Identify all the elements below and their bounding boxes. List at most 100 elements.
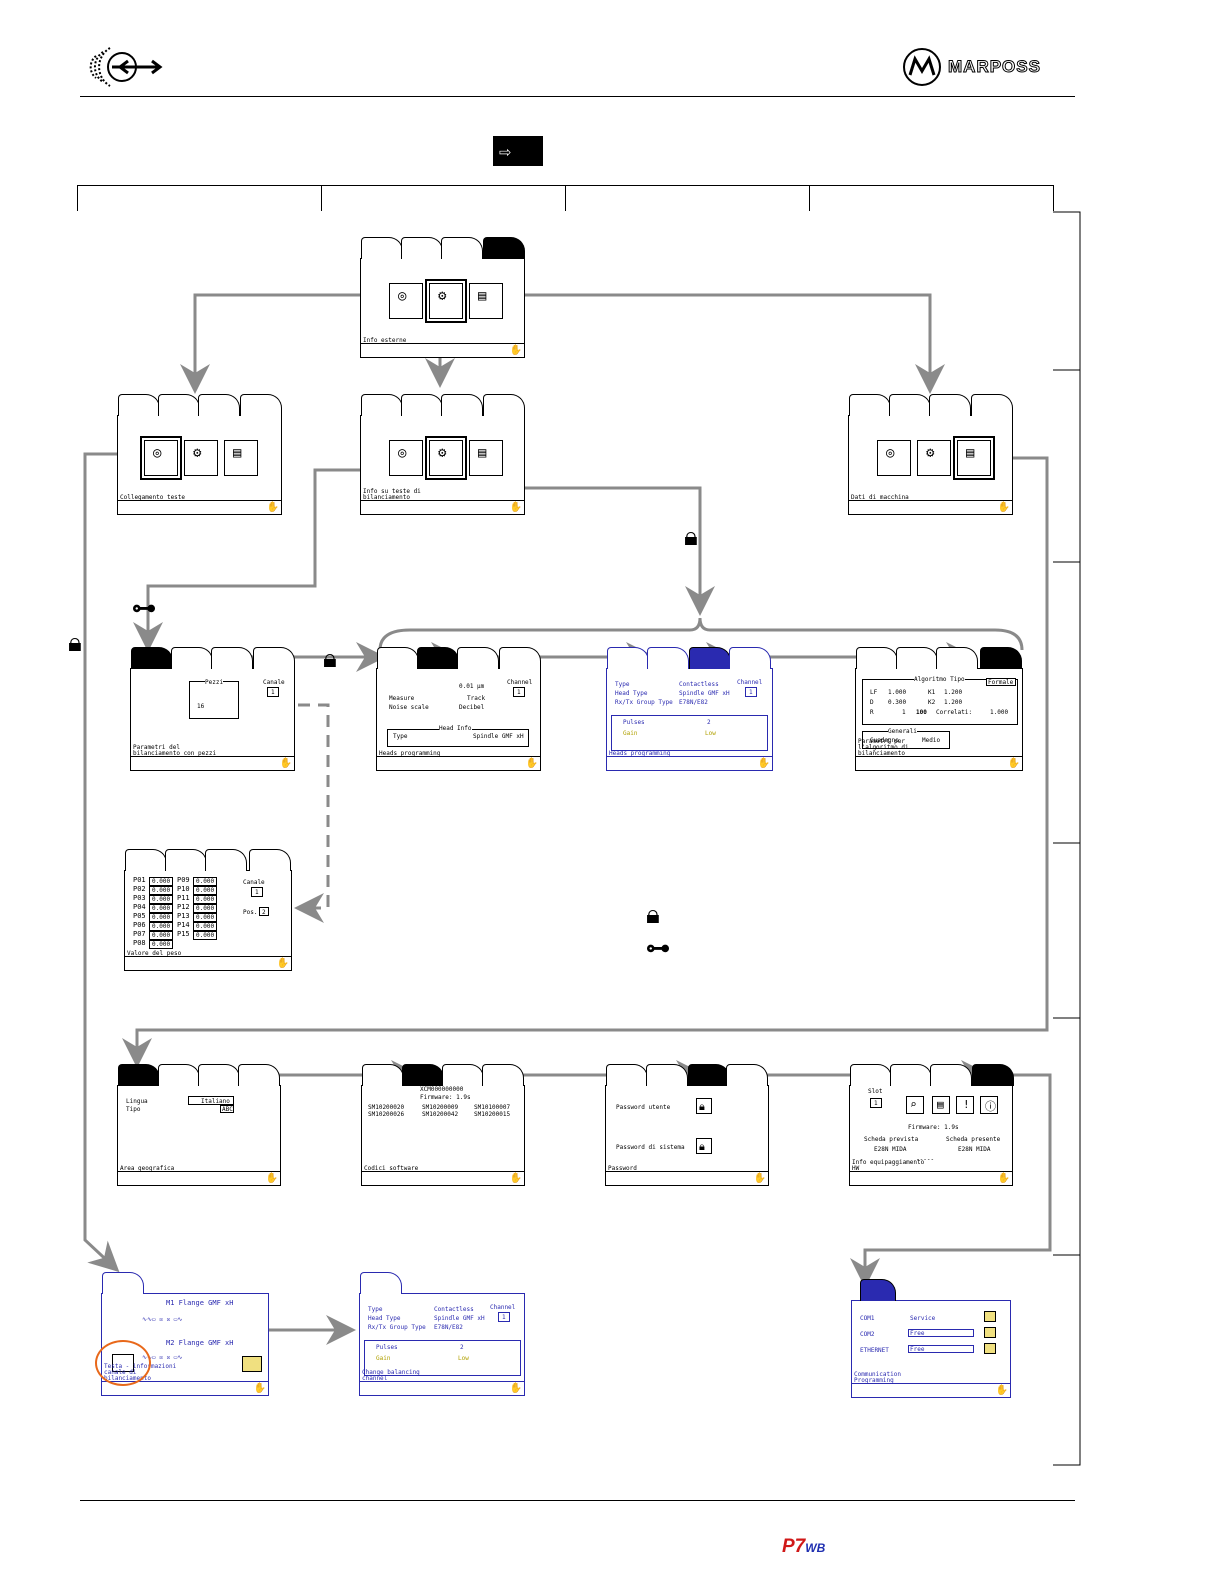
peso-value[interactable]: 0.000	[193, 877, 218, 886]
tab-3[interactable]	[930, 1064, 972, 1086]
canale-stepper[interactable]: 1	[267, 687, 279, 697]
peso-value[interactable]: 0.000	[149, 877, 174, 886]
peso-value[interactable]: 0.000	[149, 913, 174, 922]
tab-1[interactable]	[102, 1272, 144, 1294]
tab-2[interactable]	[647, 647, 689, 669]
tab-2[interactable]	[417, 647, 459, 669]
info-teste-folder-icon[interactable]: ⚙	[425, 436, 467, 480]
collegamento-folder-icon[interactable]: ◎	[877, 440, 911, 476]
collegamento-folder-icon[interactable]: ◎	[140, 436, 182, 480]
system-password-lock-icon[interactable]: 🔒︎	[696, 1138, 712, 1154]
dati-macchina-folder-icon[interactable]: ▤	[953, 436, 995, 480]
tab-3[interactable]	[688, 1064, 730, 1086]
tab-1[interactable]	[377, 647, 419, 669]
canale-stepper[interactable]: 1	[251, 887, 263, 897]
alert-icon[interactable]: !	[956, 1096, 974, 1114]
tab-3[interactable]	[929, 394, 971, 416]
tab-3[interactable]	[689, 647, 731, 669]
tab-4[interactable]	[249, 849, 291, 871]
tab-1[interactable]	[860, 1279, 896, 1301]
screen-change-channel[interactable]: Type Contactless Head Type Spindle GMF x…	[359, 1272, 525, 1396]
screen-dati-macchina[interactable]: ◎ ⚙ ▤ Dati di macchina ✋	[848, 394, 1013, 515]
edit-icon[interactable]	[984, 1311, 996, 1322]
info-teste-folder-icon[interactable]: ⚙	[184, 440, 218, 476]
tab-2[interactable]	[171, 647, 213, 669]
tab-4[interactable]	[483, 394, 525, 416]
screen-info-teste[interactable]: ◎ ⚙ ▤ Info su teste di bilanciamento ✋	[360, 394, 525, 515]
tab-2[interactable]	[896, 647, 938, 669]
tab-2[interactable]	[158, 394, 200, 416]
peso-value[interactable]: 0.000	[193, 886, 218, 895]
tab-4[interactable]	[972, 1064, 1014, 1086]
slot-stepper[interactable]: 1	[870, 1098, 882, 1108]
tab-1[interactable]	[606, 1064, 648, 1086]
document-icon[interactable]: ▤	[932, 1096, 950, 1114]
edit-icon[interactable]	[984, 1343, 996, 1354]
tab-3[interactable]	[198, 394, 240, 416]
tab-4[interactable]	[971, 394, 1013, 416]
info-icon[interactable]: ⓘ	[980, 1096, 998, 1114]
tab-3[interactable]	[211, 647, 253, 669]
tab-2[interactable]	[889, 394, 931, 416]
tab-1[interactable]	[361, 237, 403, 259]
tab-4[interactable]	[240, 394, 282, 416]
lingua-field[interactable]: Italiano	[188, 1096, 234, 1105]
tab-4[interactable]	[980, 647, 1022, 669]
dati-macchina-folder-icon[interactable]: ▤	[224, 440, 258, 476]
confirm-icon[interactable]	[242, 1356, 262, 1372]
tab-1[interactable]	[125, 849, 167, 871]
channel-stepper[interactable]: 1	[513, 687, 525, 697]
peso-value[interactable]: 0.000	[193, 895, 218, 904]
tab-2[interactable]	[646, 1064, 688, 1086]
formale-tag[interactable]: Formale	[986, 678, 1016, 686]
channel-stepper[interactable]: 1	[498, 1312, 510, 1322]
tab-2[interactable]	[401, 394, 443, 416]
tab-1[interactable]	[850, 1064, 892, 1086]
tab-1[interactable]	[360, 1272, 402, 1294]
dati-macchina-folder-icon[interactable]: ▤	[469, 440, 503, 476]
tab-3[interactable]	[205, 849, 247, 871]
tab-4[interactable]	[499, 647, 541, 669]
user-password-lock-icon[interactable]: 🔒︎	[696, 1098, 712, 1114]
peso-value[interactable]: 0.000	[193, 931, 218, 940]
collegamento-folder-icon[interactable]: ◎	[389, 440, 423, 476]
screen-password[interactable]: Password utente 🔒︎ Password di sistema 🔒…	[605, 1064, 769, 1186]
edit-icon[interactable]	[984, 1327, 996, 1338]
tab-4[interactable]	[726, 1064, 768, 1086]
screen-heads-programming-1[interactable]: 0.01 µm Channel 1 Measure Track Noise sc…	[376, 647, 541, 771]
ethernet-field[interactable]: Free	[908, 1345, 974, 1353]
peso-value[interactable]: 0.000	[193, 904, 218, 913]
screen-collegamento-teste[interactable]: ◎ ⚙ ▤ Collegamento teste ✋	[117, 394, 282, 515]
screen-communication[interactable]: COM1 Service COM2 Free ETHERNET Free Com…	[851, 1279, 1011, 1398]
tab-3[interactable]	[457, 647, 499, 669]
tab-1[interactable]	[849, 394, 891, 416]
peso-value[interactable]: 0.000	[193, 913, 218, 922]
tipo-field[interactable]: ABC	[220, 1105, 234, 1113]
tab-1[interactable]	[361, 394, 403, 416]
channel-stepper[interactable]: 1	[745, 687, 757, 697]
peso-value[interactable]: 0.000	[149, 931, 174, 940]
com2-field[interactable]: Free	[908, 1329, 974, 1337]
screen-codici-software[interactable]: XCM000000000 Firmware: 1.9s SM10200020 S…	[361, 1064, 525, 1186]
tab-1[interactable]	[362, 1064, 404, 1086]
tab-3[interactable]	[936, 647, 978, 669]
peso-value[interactable]: 0.000	[149, 904, 174, 913]
peso-value[interactable]: 0.000	[149, 940, 174, 949]
peso-value[interactable]: 0.000	[149, 895, 174, 904]
tab-4[interactable]	[238, 1064, 280, 1086]
peso-value[interactable]: 0.000	[149, 886, 174, 895]
screen-info-esterne[interactable]: ◎ ⚙ ▤ Info esterne ✋	[360, 237, 525, 358]
peso-value[interactable]: 0.000	[193, 922, 218, 931]
tab-2[interactable]	[402, 1064, 444, 1086]
screen-heads-programming-2[interactable]: Type Contactless Head Type Spindle GMF x…	[606, 647, 773, 771]
tab-4[interactable]	[483, 237, 525, 259]
info-teste-folder-icon[interactable]: ⚙	[917, 440, 951, 476]
tab-3[interactable]	[441, 394, 483, 416]
peso-value[interactable]: 0.000	[149, 922, 174, 931]
tab-1[interactable]	[856, 647, 898, 669]
tab-3[interactable]	[198, 1064, 240, 1086]
tab-2[interactable]	[401, 237, 443, 259]
screen-parametri-pezzi[interactable]: Pezzi 16 Canale 1 Parametri del bilancia…	[130, 647, 295, 771]
pos-field[interactable]: 2	[259, 907, 269, 916]
